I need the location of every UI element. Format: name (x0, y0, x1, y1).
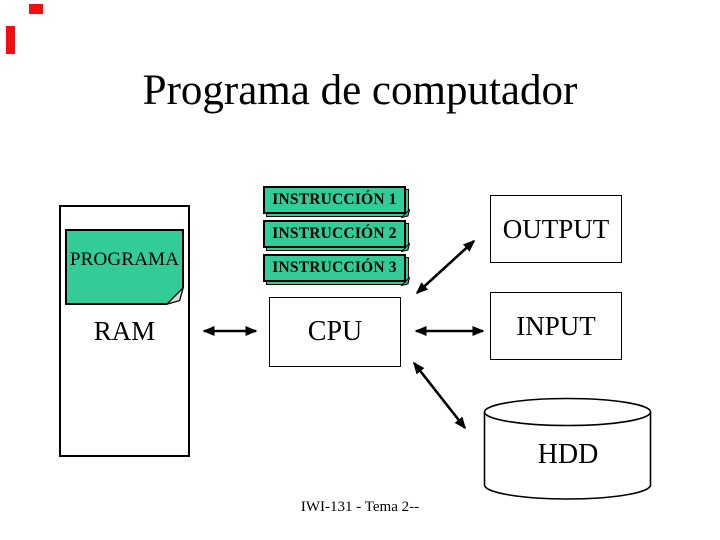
cpu-box: CPU (269, 297, 401, 367)
red-artifact-mark-left (6, 26, 15, 54)
hdd-cylinder-shape (483, 397, 652, 500)
program-box: PROGRAMA (65, 229, 184, 305)
arrow-cpu-hdd (412, 361, 467, 430)
folded-corner-icon (401, 243, 410, 252)
page-title: Programa de computador (142, 67, 578, 114)
arrow-cpu-output (415, 239, 476, 295)
instruction-box-1: INSTRUCCIÓN 1 (263, 186, 410, 218)
ram-label: RAM (93, 316, 156, 346)
folded-corner-icon (401, 209, 410, 218)
instruction-box-3: INSTRUCCIÓN 3 (263, 254, 410, 286)
folded-corner-icon (401, 277, 410, 286)
instruction-box-2: INSTRUCCIÓN 2 (263, 220, 410, 252)
input-box: INPUT (490, 292, 622, 360)
cpu-label: CPU (307, 316, 363, 347)
program-label: PROGRAMA (69, 249, 180, 270)
instruction-label: INSTRUCCIÓN 1 (272, 191, 397, 208)
output-label: OUTPUT (502, 213, 610, 244)
instruction-label: INSTRUCCIÓN 3 (272, 259, 397, 276)
instruction-label: INSTRUCCIÓN 2 (272, 225, 397, 242)
hdd-label: HDD (537, 439, 599, 470)
footer-text: IWI-131 - Tema 2-- (300, 499, 420, 515)
input-label: INPUT (516, 310, 596, 341)
folded-corner-icon (166, 287, 184, 305)
output-box: OUTPUT (490, 195, 622, 263)
red-artifact-mark-top (29, 4, 43, 14)
